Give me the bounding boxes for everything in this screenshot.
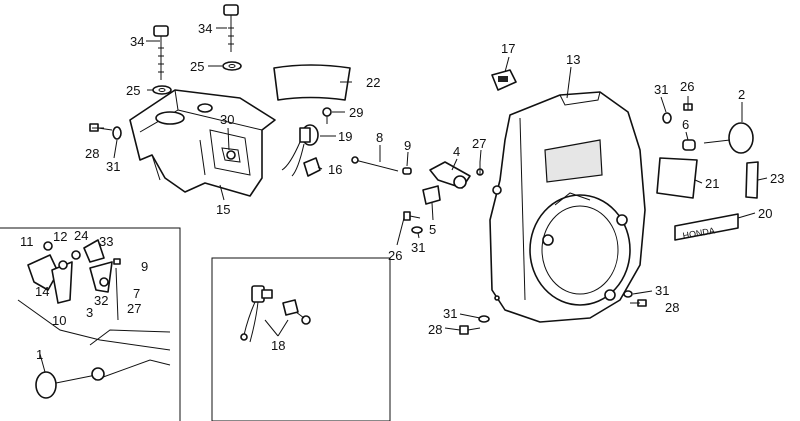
screw-29 (322, 107, 332, 124)
callout-6: 6 (682, 117, 689, 132)
knob-2 (703, 122, 754, 154)
grommet-17 (491, 69, 517, 91)
callout-19: 19 (338, 129, 352, 144)
bolt-28-bottom (459, 325, 481, 335)
callout-4: 4 (453, 144, 460, 159)
callout-25b: 25 (126, 83, 140, 98)
washer-25-left (152, 85, 172, 95)
callout-34b: 34 (198, 21, 212, 36)
washer-31-top-right (662, 112, 672, 124)
label-21 (656, 157, 698, 199)
callout-24: 24 (74, 228, 88, 243)
control-assembly-parts (17, 239, 171, 399)
callout-9b: 9 (141, 259, 148, 274)
callout-31c: 31 (655, 283, 669, 298)
decal-22 (273, 64, 351, 101)
callout-9a: 9 (404, 138, 411, 153)
bolt-34-left (153, 25, 169, 80)
label-23 (745, 161, 759, 199)
callout-26b: 26 (680, 79, 694, 94)
callout-31a: 31 (411, 240, 425, 255)
callout-18: 18 (271, 338, 285, 353)
callout-28b: 28 (428, 322, 442, 337)
screw-27-top (476, 162, 484, 176)
callout-10: 10 (52, 313, 66, 328)
callout-11: 11 (20, 234, 34, 249)
callout-32: 32 (94, 293, 108, 308)
bolt-26-center (403, 211, 421, 221)
callout-27b: 27 (127, 301, 141, 316)
spacer-6 (682, 139, 696, 151)
control-cover-15 (129, 89, 276, 197)
clip-16 (303, 157, 321, 177)
callout-22: 22 (366, 75, 380, 90)
callout-27a: 27 (472, 136, 486, 151)
washer-31-left (112, 126, 122, 140)
callout-28a: 28 (665, 300, 679, 315)
rod-8 (351, 156, 399, 172)
callout-7: 7 (133, 286, 140, 301)
switch-assembly-parts (240, 285, 311, 343)
callout-25a: 25 (190, 59, 204, 74)
callout-14: 14 (35, 284, 49, 299)
leader-lines (39, 27, 768, 373)
callout-23: 23 (770, 171, 784, 186)
callout-2: 2 (738, 87, 745, 102)
washer-31-right (623, 290, 633, 298)
callout-labels: 34 34 25 25 22 29 30 19 8 9 16 15 4 27 5… (20, 21, 784, 362)
honda-emblem-20: HONDA (674, 213, 739, 241)
callout-5: 5 (429, 222, 436, 237)
callout-31b: 31 (654, 82, 668, 97)
fan-cover-13 (489, 91, 646, 323)
washer-25-right (222, 61, 242, 71)
switch-19 (281, 124, 319, 177)
callout-33: 33 (99, 234, 113, 249)
callout-30: 30 (220, 112, 234, 127)
washer-31-bottom (478, 315, 490, 323)
callout-20: 20 (758, 206, 772, 221)
callout-21: 21 (705, 176, 719, 191)
knob-5 (422, 185, 441, 205)
callout-15: 15 (216, 202, 230, 217)
bolt-34-right (223, 4, 239, 52)
callout-8: 8 (376, 130, 383, 145)
clip-9-top (402, 167, 412, 175)
callout-31d: 31 (443, 306, 457, 321)
callout-12: 12 (53, 229, 67, 244)
callout-1: 1 (36, 347, 43, 362)
callout-28c: 28 (85, 146, 99, 161)
callout-26a: 26 (388, 248, 402, 263)
inset-control-assembly (0, 227, 181, 421)
callout-13: 13 (566, 52, 580, 67)
callout-34a: 34 (130, 34, 144, 49)
callout-17: 17 (501, 41, 515, 56)
bolt-28-right (630, 299, 647, 307)
callout-16: 16 (328, 162, 342, 177)
inset-switch-assembly (211, 257, 391, 421)
callout-3: 3 (86, 305, 93, 320)
callout-29: 29 (349, 105, 363, 120)
washer-31-center (411, 226, 423, 234)
callout-31e: 31 (106, 159, 120, 174)
lever-4 (429, 161, 471, 189)
